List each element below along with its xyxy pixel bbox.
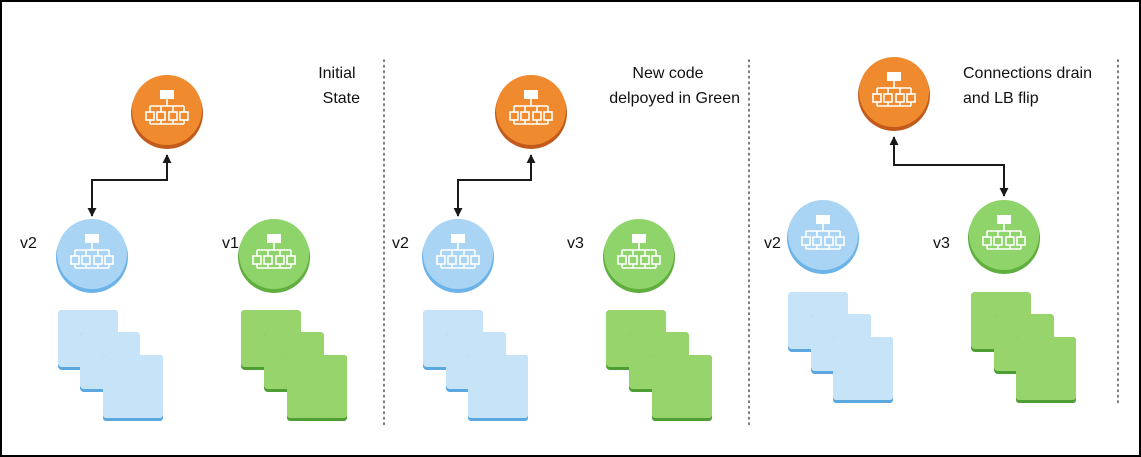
panel-connections-drain: Connections drain and LB flip v2 v3 bbox=[764, 57, 1096, 403]
version-label: v3 bbox=[933, 235, 950, 252]
panel-initial-state: Initial State v2 v1 bbox=[20, 65, 360, 421]
panel-new-code-deployed: New code delpoyed in Green v2 v3 bbox=[392, 65, 740, 421]
blue-instance-stack-icon bbox=[423, 310, 528, 421]
green-instance-stack-icon bbox=[241, 310, 347, 421]
green-instance-stack-icon bbox=[606, 310, 712, 421]
version-label: v2 bbox=[392, 235, 409, 252]
lb-connection-arrow bbox=[87, 154, 172, 217]
blue-environment-icon bbox=[56, 219, 128, 293]
load-balancer-icon bbox=[495, 75, 567, 149]
blue-environment-icon bbox=[422, 219, 494, 293]
green-environment-icon bbox=[968, 200, 1040, 274]
green-environment-icon bbox=[603, 219, 675, 293]
version-label: v1 bbox=[222, 235, 239, 252]
blue-instance-stack-icon bbox=[788, 292, 893, 403]
green-environment-icon bbox=[238, 219, 310, 293]
panel-caption: New code delpoyed in Green bbox=[609, 65, 740, 107]
blue-instance-stack-icon bbox=[58, 310, 163, 421]
panel-caption: Connections drain and LB flip bbox=[963, 65, 1096, 107]
lb-connection-arrow bbox=[453, 154, 536, 217]
load-balancer-icon bbox=[858, 57, 930, 131]
panel-caption: Initial State bbox=[318, 65, 360, 107]
lb-connection-arrow bbox=[889, 136, 1009, 197]
version-label: v3 bbox=[567, 235, 584, 252]
version-label: v2 bbox=[20, 235, 37, 252]
blue-environment-icon bbox=[787, 200, 859, 274]
load-balancer-icon bbox=[131, 75, 203, 149]
green-instance-stack-icon bbox=[971, 292, 1076, 403]
version-label: v2 bbox=[764, 235, 781, 252]
